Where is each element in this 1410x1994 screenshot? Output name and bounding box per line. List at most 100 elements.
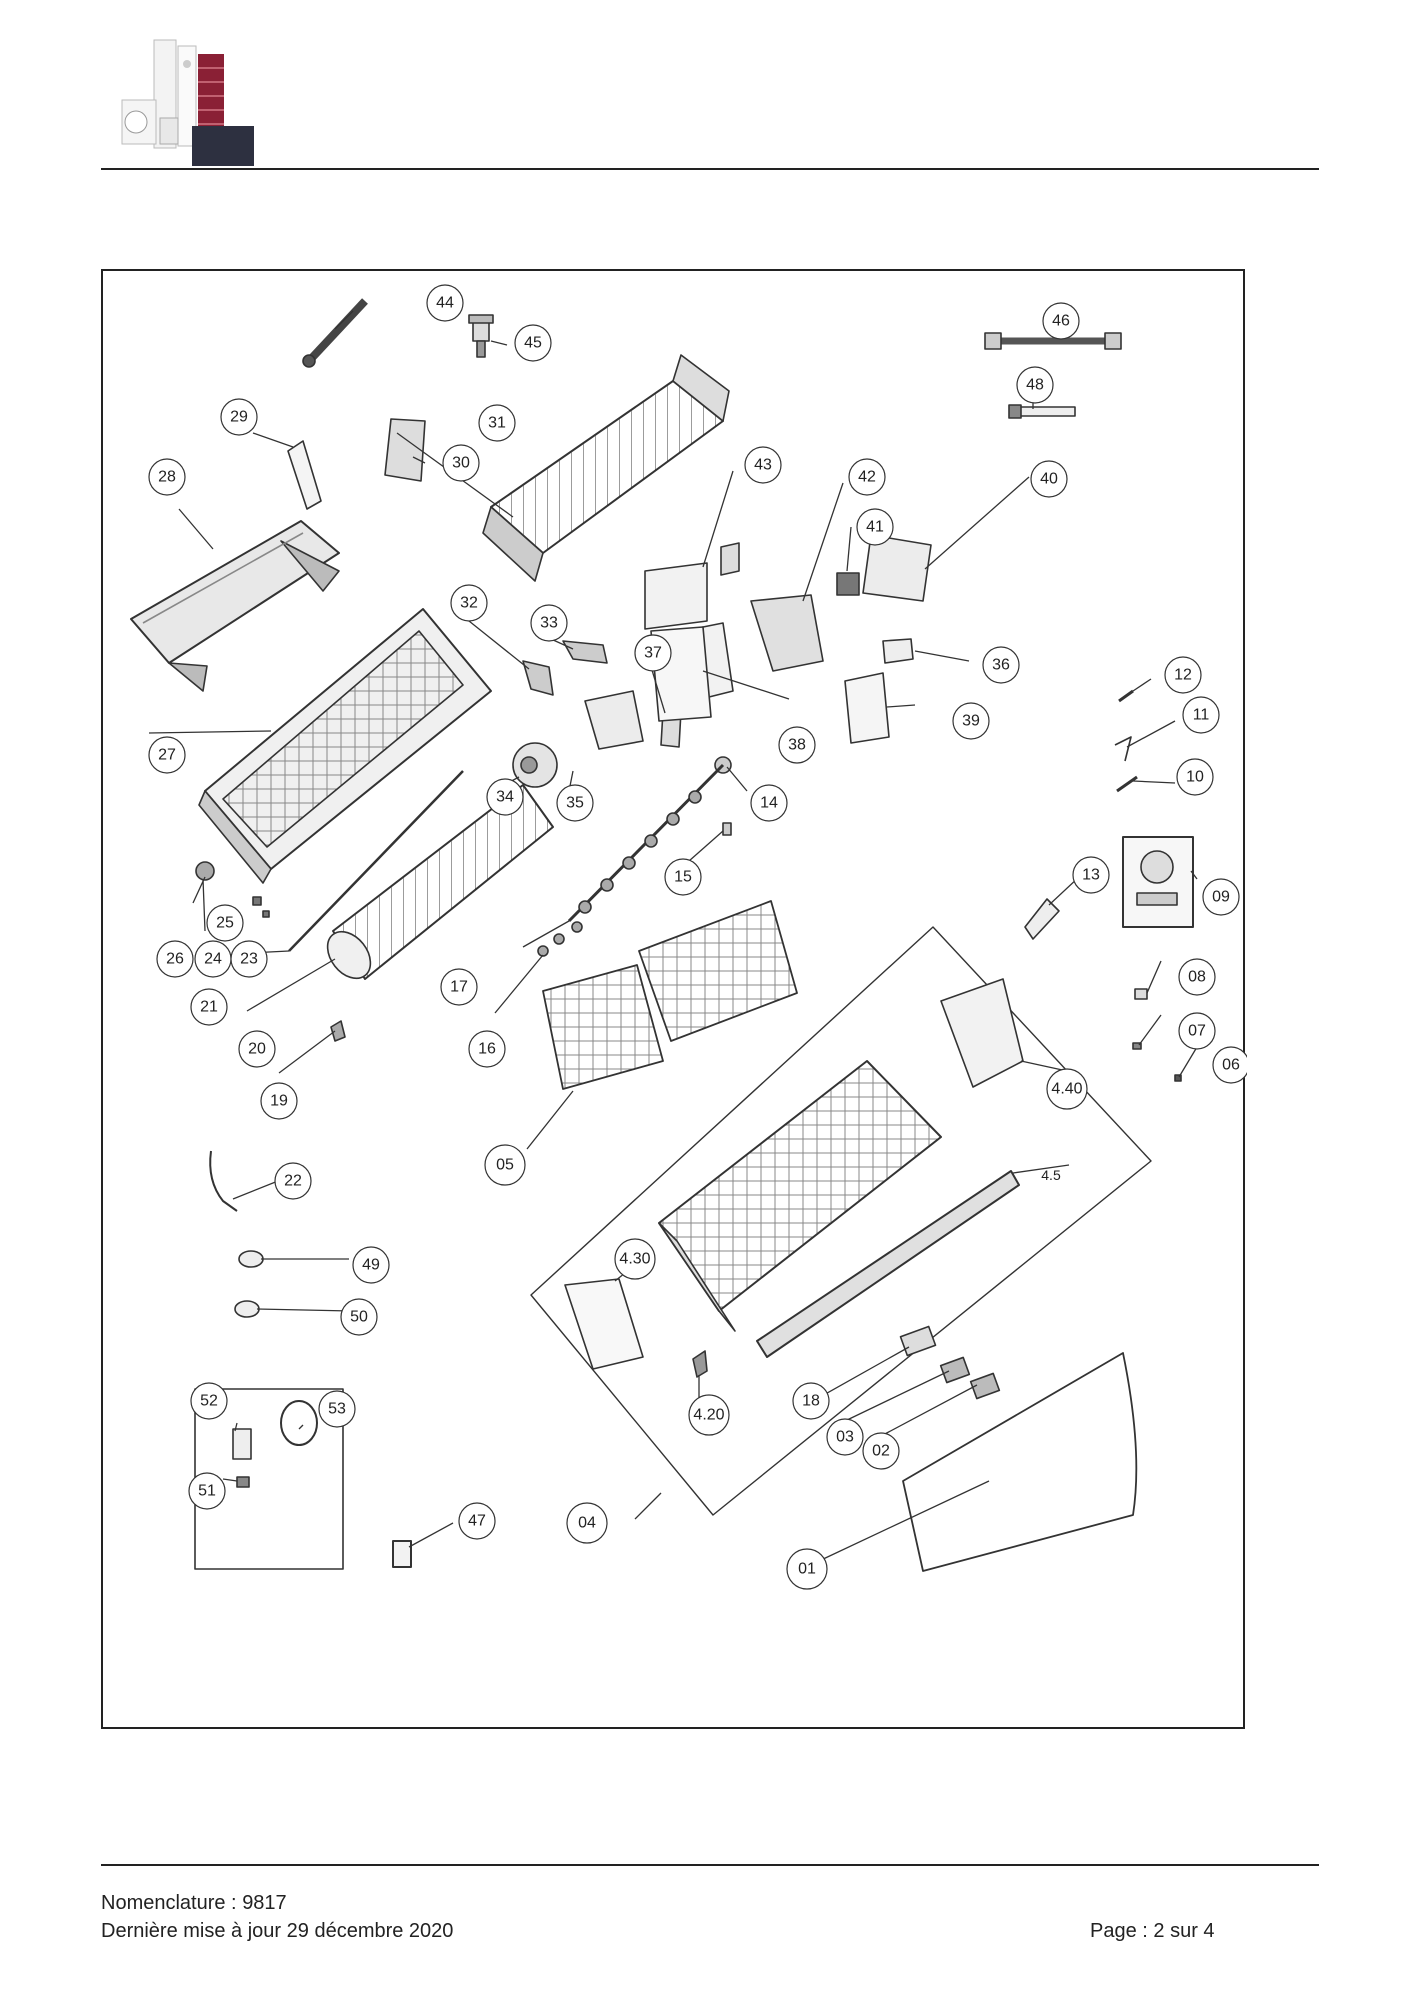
part-27-chassis [198, 608, 492, 884]
callout-label: 10 [1186, 769, 1204, 786]
footer-last-update: Dernière mise à jour 29 décembre 2020 [101, 1920, 453, 1943]
callout-label: 39 [962, 713, 980, 730]
part-28-mounting-plate [130, 520, 340, 692]
callout-label: 03 [836, 1429, 854, 1446]
callout-label: 38 [788, 737, 806, 754]
parts-02-03-18-display-boards [899, 1325, 1001, 1400]
callout-label: 27 [158, 747, 176, 764]
part-44-pipe [302, 298, 368, 368]
exploded-view-diagram: 44 45 46 48 29 31 30 28 43 42 40 41 32 3… [130, 284, 1247, 1590]
update-label: Dernière mise à jour [101, 1920, 282, 1942]
callout-label: 44 [436, 295, 454, 312]
part-46-hose [984, 332, 1122, 350]
part-39-terminal-cover [844, 672, 890, 744]
part-4-30-side-panel [564, 1278, 644, 1370]
update-date: 29 décembre 2020 [286, 1920, 454, 1942]
part-20-blower-wheel [326, 784, 554, 980]
callout-label: 02 [872, 1443, 890, 1460]
callout-label: 05 [496, 1157, 514, 1174]
part-05-air-filters [542, 900, 798, 1090]
part-22-temperature-sensor [209, 1150, 238, 1212]
part-53-cable [280, 1400, 318, 1446]
part-45-valve [468, 314, 494, 358]
callout-label: 15 [674, 869, 692, 886]
nomenclature-value: 9817 [242, 1892, 287, 1914]
footer-page-number: Page : 2 sur 4 [1090, 1920, 1215, 1943]
callout-label: 26 [166, 951, 184, 968]
part-4-20-clip [692, 1350, 708, 1378]
leader-lines [148, 310, 1198, 1562]
callout-label: 29 [230, 409, 248, 426]
part-15-clip [722, 822, 732, 836]
callout-label: 36 [992, 657, 1010, 674]
part-09-display-module [1122, 836, 1194, 928]
part-19-bearing-seat [330, 1020, 346, 1042]
callout-label: 16 [478, 1041, 496, 1058]
page-label: Page : [1090, 1920, 1148, 1942]
part-42-pcb-housing [750, 594, 824, 672]
part-30-mounting-clip [384, 418, 426, 482]
part-4-40-side-cover [940, 978, 1024, 1088]
callout-label: 23 [240, 951, 258, 968]
nomenclature-label: Nomenclature : [101, 1892, 237, 1914]
callout-labels: 44 45 46 48 29 31 30 28 43 42 40 41 32 3… [158, 295, 1240, 1578]
callout-label: 53 [328, 1401, 346, 1418]
footer-nomenclature: Nomenclature : 9817 [101, 1892, 287, 1915]
part-41-connector [836, 572, 860, 596]
callout-label: 18 [802, 1393, 820, 1410]
callout-label: 49 [362, 1257, 380, 1274]
part-48-drain-hose [1008, 404, 1076, 419]
header-rule [101, 168, 1319, 170]
callout-label: 22 [284, 1173, 302, 1190]
part-50-gasket [234, 1300, 260, 1318]
part-49-gasket [238, 1250, 264, 1268]
part-13-sensor-holder [1024, 898, 1060, 940]
callout-label: 51 [198, 1483, 216, 1500]
part-21-shaft [288, 770, 464, 952]
part-16-louver-hinges [537, 921, 583, 957]
part-01-front-panel [902, 1352, 1138, 1572]
part-17-louver-link [567, 763, 725, 923]
callout-label: 07 [1188, 1023, 1206, 1040]
callout-label: 4.5 [1041, 1167, 1061, 1183]
callout-label: 09 [1212, 889, 1230, 906]
callout-label: 45 [524, 335, 542, 352]
exploded-view-frame: 44 45 46 48 29 31 30 28 43 42 40 41 32 3… [101, 269, 1247, 1729]
parts-23-26-small [195, 861, 270, 918]
callout-label: 52 [200, 1393, 218, 1410]
callout-label: 24 [204, 951, 222, 968]
callout-label: 32 [460, 595, 478, 612]
callout-label: 17 [450, 979, 468, 996]
callout-label: 06 [1222, 1057, 1240, 1074]
part-52-remote-control [232, 1428, 252, 1460]
callout-label: 48 [1026, 377, 1044, 394]
callout-label: 13 [1082, 867, 1100, 884]
callout-label: 33 [540, 615, 558, 632]
callout-label: 35 [566, 795, 584, 812]
part-31-evaporator [482, 354, 730, 582]
callout-label: 12 [1174, 667, 1192, 684]
callout-label: 21 [200, 999, 218, 1016]
page-value: 2 sur 4 [1153, 1920, 1215, 1942]
callout-label: 37 [644, 645, 662, 662]
part-34-fan-motor [512, 742, 558, 788]
callout-label: 31 [488, 415, 506, 432]
callout-label: 4.30 [619, 1251, 650, 1268]
callout-label: 46 [1052, 313, 1070, 330]
callout-label: 42 [858, 469, 876, 486]
part-32-bracket [522, 660, 554, 696]
callout-label: 30 [452, 455, 470, 472]
callout-label: 11 [1193, 707, 1210, 724]
part-04-front-panel-group [530, 926, 1152, 1516]
part-35-motor-cover [584, 690, 644, 750]
callout-label: 01 [798, 1561, 816, 1578]
parts-10-11-12-sensors [1114, 689, 1138, 793]
callout-label: 28 [158, 469, 176, 486]
callout-label: 04 [578, 1515, 596, 1532]
callout-label: 19 [270, 1093, 288, 1110]
callout-circles [148, 284, 1247, 1590]
callout-label: 43 [754, 457, 772, 474]
callout-label: 34 [496, 789, 514, 806]
part-40-pcb [862, 534, 932, 602]
footer-rule [101, 1864, 1319, 1866]
